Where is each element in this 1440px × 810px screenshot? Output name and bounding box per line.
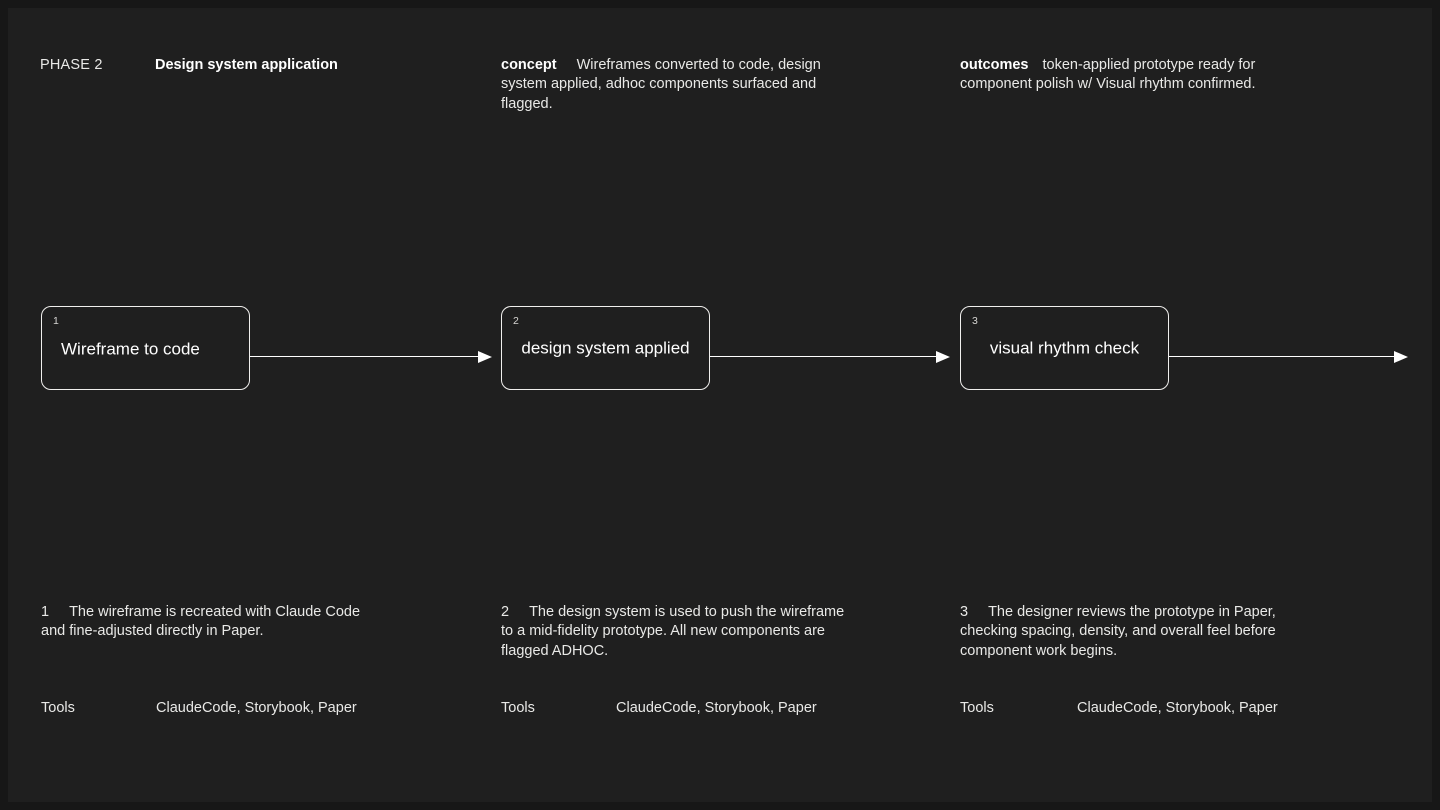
flow-node-label: Wireframe to code xyxy=(61,339,200,359)
arrow-head-icon xyxy=(1394,350,1408,363)
arrow-head-icon xyxy=(936,350,950,363)
tools-row: Tools ClaudeCode, Storybook, Paper xyxy=(960,699,1305,718)
note-number: 2 xyxy=(501,604,510,620)
flow-node-index: 2 xyxy=(513,315,519,327)
flow-node-index: 3 xyxy=(972,315,978,327)
tools-value: ClaudeCode, Storybook, Paper xyxy=(156,700,357,716)
note-number: 1 xyxy=(41,604,50,620)
flow-node-index: 1 xyxy=(53,315,59,327)
page-title: Design system application xyxy=(155,57,338,73)
concept-meta-text: Wireframes converted to code, design sys… xyxy=(501,57,821,112)
tools-label: Tools xyxy=(501,700,535,716)
arrow-head-icon xyxy=(478,350,492,363)
note-text: The design system is used to push the wi… xyxy=(501,604,845,659)
flow-node-design-system-applied[interactable]: 2 design system applied xyxy=(501,306,710,390)
tools-label: Tools xyxy=(41,700,75,716)
tools-row: Tools ClaudeCode, Storybook, Paper xyxy=(501,699,846,718)
flow-node-wireframe-to-code[interactable]: 1 Wireframe to code xyxy=(41,306,250,390)
arrow-line xyxy=(250,356,479,358)
tools-value: ClaudeCode, Storybook, Paper xyxy=(616,700,817,716)
arrow-line xyxy=(1169,356,1395,358)
arrow-line xyxy=(710,356,937,358)
flow-node-label: visual rhythm check xyxy=(989,338,1140,358)
arrow-node3-to-next-phase xyxy=(1169,350,1408,363)
arrow-node1-to-node2 xyxy=(250,350,492,363)
note-number: 3 xyxy=(960,604,969,620)
header: PHASE 2 Design system application concep… xyxy=(8,8,1432,128)
note-text: The designer reviews the prototype in Pa… xyxy=(960,604,1276,659)
tools-row: Tools ClaudeCode, Storybook, Paper xyxy=(41,699,386,718)
tools-value: ClaudeCode, Storybook, Paper xyxy=(1077,700,1278,716)
tools-label: Tools xyxy=(960,700,994,716)
flow-node-visual-rhythm-check[interactable]: 3 visual rhythm check xyxy=(960,306,1169,390)
diagram-canvas: PHASE 2 Design system application concep… xyxy=(8,8,1432,802)
outcomes-meta-text: token-applied prototype ready for compon… xyxy=(960,57,1256,93)
phase-label: PHASE 2 xyxy=(40,57,103,73)
arrow-node2-to-node3 xyxy=(710,350,950,363)
outcomes-meta-label: outcomes xyxy=(960,57,1029,73)
flow-node-label: design system applied xyxy=(521,338,690,358)
concept-meta-label: concept xyxy=(501,57,557,73)
flow-diagram: 1 Wireframe to code 2 design system appl… xyxy=(8,306,1432,406)
note-text: The wireframe is recreated with Claude C… xyxy=(41,604,361,640)
